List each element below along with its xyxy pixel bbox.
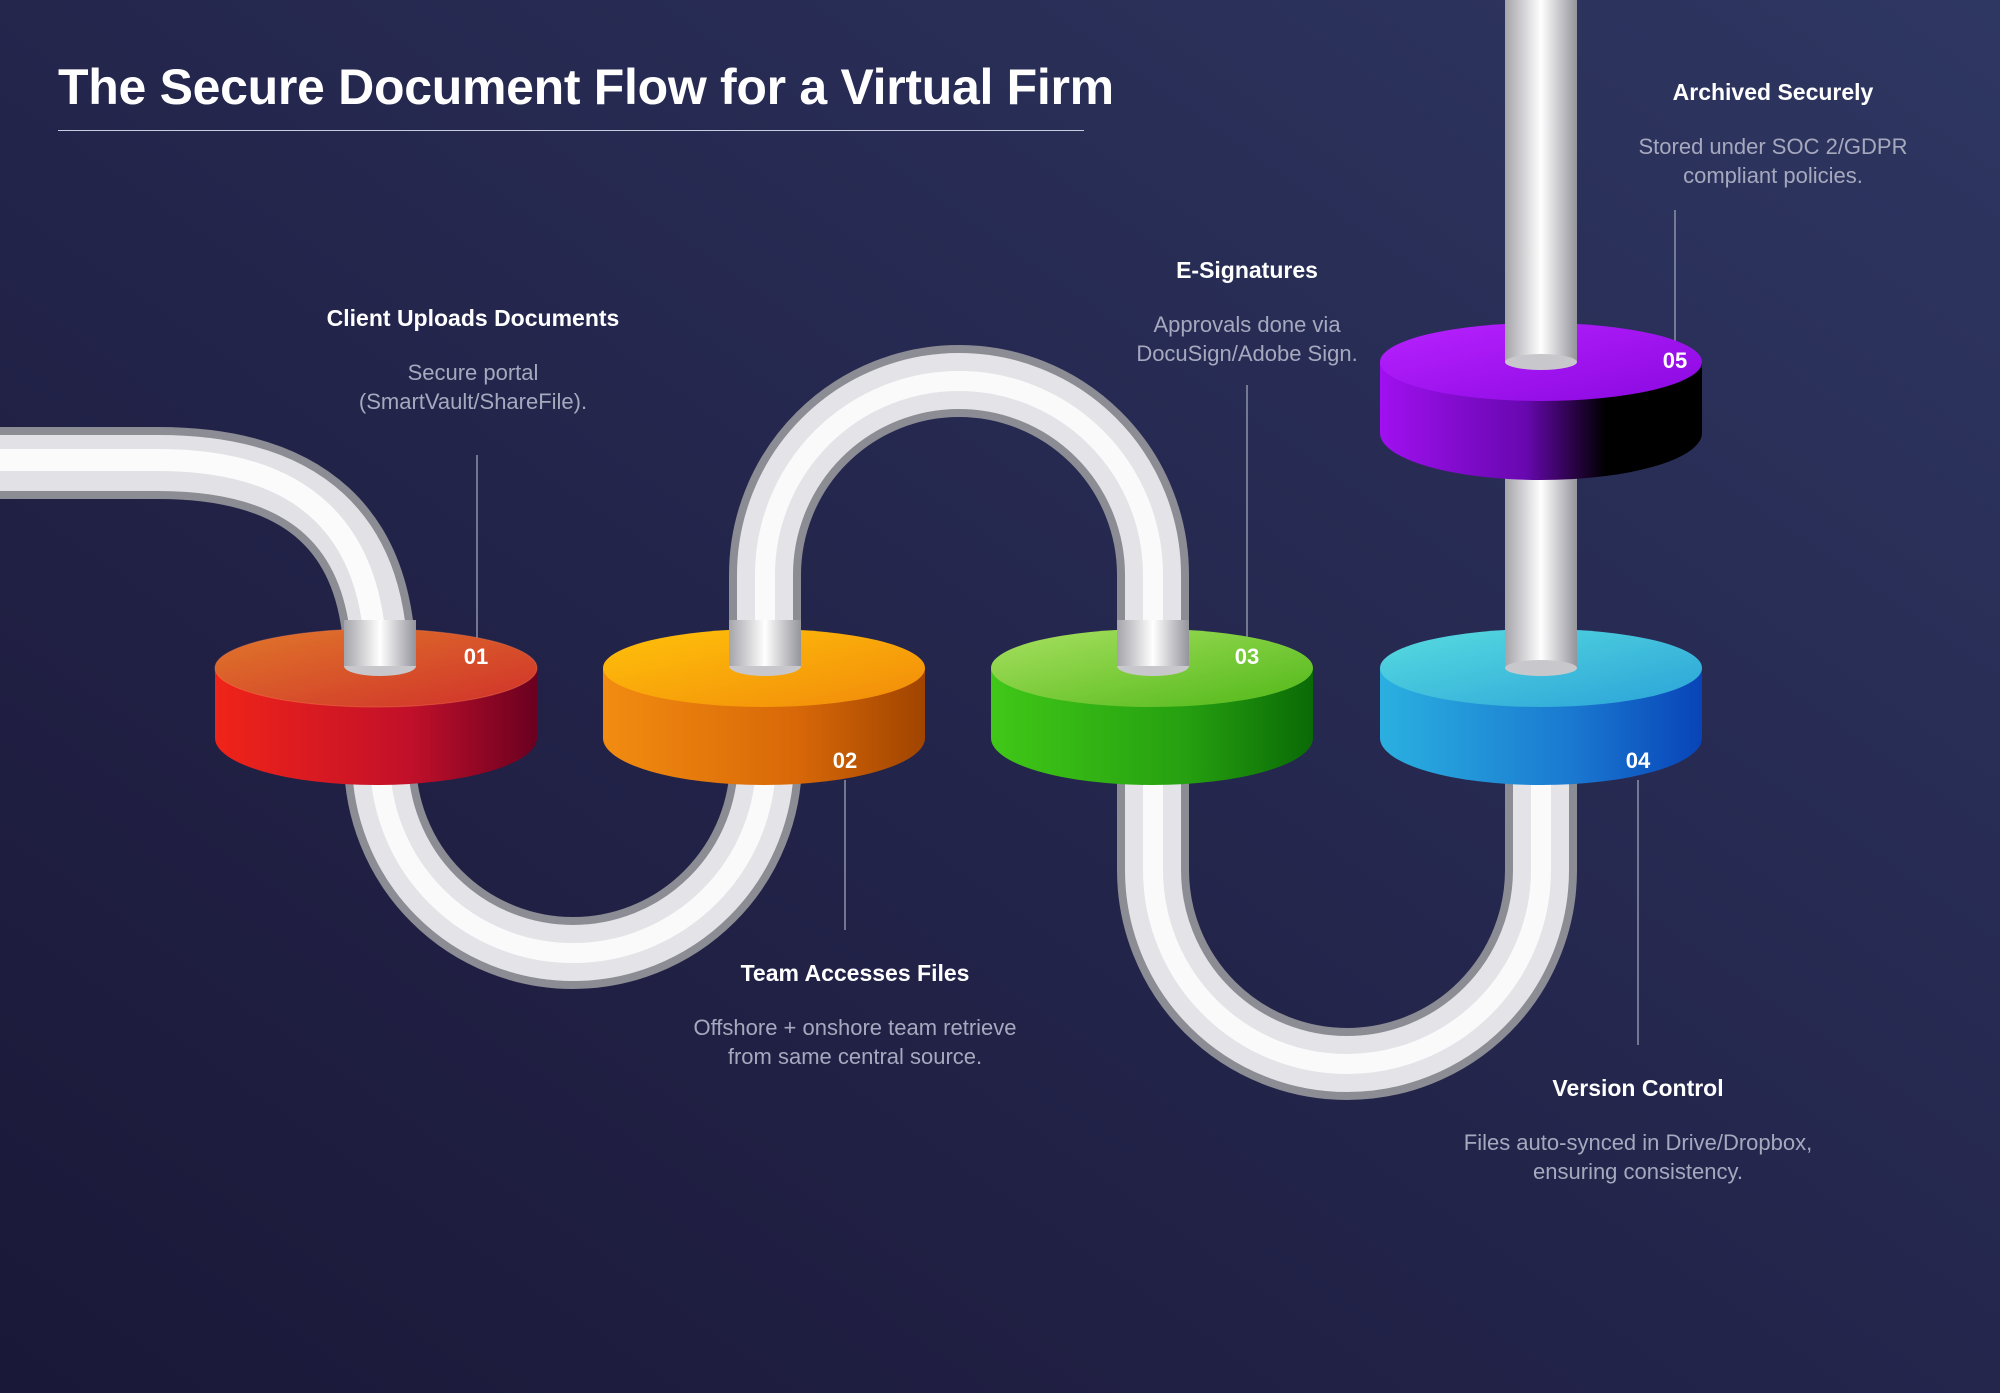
step-01-title: Client Uploads Documents — [326, 305, 620, 331]
step-02-description: Offshore + onshore team retrieve from sa… — [693, 1015, 1017, 1069]
page-title: The Secure Document Flow for a Virtual F… — [58, 59, 1114, 115]
step-01-label: Client Uploads Documents Secure portal (… — [273, 305, 673, 416]
step-03-description: Approvals done via DocuSign/Adobe Sign. — [1136, 312, 1358, 366]
step-05-label: Archived Securely Stored under SOC 2/GDP… — [1573, 79, 1973, 190]
disk-01: 01 — [214, 620, 538, 785]
step-02-label: Team Accesses Files Offshore + onshore t… — [625, 960, 1085, 1071]
step-03-label: E-Signatures Approvals done via DocuSign… — [1047, 257, 1447, 368]
step-04-description: Files auto-synced in Drive/Dropbox, ensu… — [1463, 1130, 1813, 1184]
leader-lines — [476, 210, 1676, 1045]
step-02-title: Team Accesses Files — [740, 960, 970, 986]
disk-02: 02 — [603, 620, 925, 785]
disk-04: 04 — [1380, 620, 1702, 785]
title-underline — [58, 130, 1084, 131]
step-01-number: 01 — [464, 644, 488, 669]
disk-05: 05 — [1380, 300, 1702, 480]
step-05-description: Stored under SOC 2/GDPR compliant polici… — [1638, 134, 1908, 188]
step-04-label: Version Control Files auto-synced in Dri… — [1398, 1075, 1878, 1186]
step-03-title: E-Signatures — [1176, 257, 1318, 283]
disk-03: 03 — [991, 620, 1313, 785]
step-01-description: Secure portal (SmartVault/ShareFile). — [358, 360, 588, 414]
step-05-title: Archived Securely — [1672, 79, 1874, 105]
step-03-number: 03 — [1235, 644, 1259, 669]
step-02-number: 02 — [833, 748, 857, 773]
pipe-network — [0, 0, 1577, 1100]
step-04-number: 04 — [1626, 748, 1651, 773]
step-04-title: Version Control — [1552, 1075, 1724, 1101]
step-05-number: 05 — [1663, 348, 1687, 373]
